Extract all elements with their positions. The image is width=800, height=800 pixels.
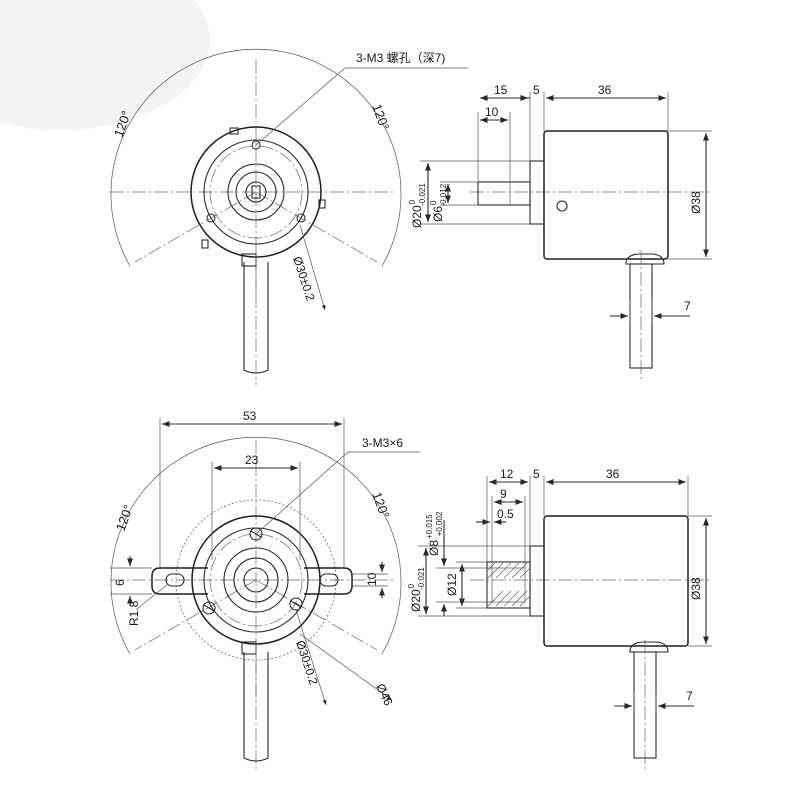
- dim-10: 10: [485, 105, 499, 119]
- dim-20-dia: Ø200-0.021: [408, 183, 427, 228]
- bottom-front-view: 53 23 3-M3×6 120° 120° 6 R1.8 10 Ø30±0.2…: [110, 409, 420, 772]
- bottom-side-view: 12 5 36 9 0.5 Ø200-0.021 Ø8+0.015+0.002 …: [407, 467, 712, 772]
- dim-9: 9: [500, 487, 507, 501]
- dim-36: 36: [606, 467, 620, 481]
- dim-5: 5: [533, 467, 540, 481]
- dim-36: 36: [598, 83, 612, 97]
- dim-12: 12: [500, 467, 514, 481]
- background-blob: [0, 0, 210, 130]
- bolt-circle-label: Ø30±0.2: [290, 255, 318, 303]
- dim-05: 0.5: [497, 507, 514, 521]
- dim-7: 7: [686, 689, 693, 703]
- angle-left-label: 120°: [113, 503, 136, 533]
- top-side-view: 15 5 36 10 Ø200-0.021 Ø60-0.012 Ø38 7: [408, 83, 712, 380]
- dim-12-dia: Ø12: [445, 573, 459, 596]
- dim-53: 53: [243, 409, 257, 423]
- dim-38: Ø38: [689, 577, 703, 600]
- dim-15: 15: [494, 83, 508, 97]
- thread-note-label: 3-M3×6: [362, 436, 403, 450]
- dim-7: 7: [684, 299, 691, 313]
- dim-r18: R1.8: [127, 600, 141, 626]
- dim-23: 23: [245, 453, 259, 467]
- angle-right-label: 120°: [369, 102, 392, 132]
- dim-10: 10: [365, 572, 379, 586]
- dim-20-dia: Ø200-0.021: [407, 567, 426, 612]
- dim-5: 5: [533, 83, 540, 97]
- dim-8-dia: Ø8+0.015+0.002: [425, 511, 444, 556]
- dim-6-dia: Ø60-0.012: [429, 183, 448, 222]
- dim-6: 6: [113, 579, 127, 586]
- outer-dia-label: Ø46: [373, 681, 395, 708]
- dim-38: Ø38: [689, 191, 703, 214]
- angle-right-label: 120°: [369, 490, 392, 520]
- bore-hatch: [487, 562, 530, 607]
- thread-note-label: 3-M3 螺孔（深7): [356, 51, 445, 65]
